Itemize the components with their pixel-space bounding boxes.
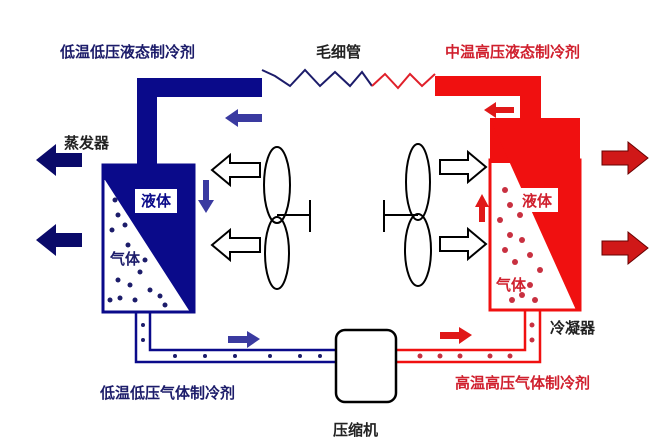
flow-arrow-left-blue-icon	[225, 109, 262, 127]
bubble	[529, 337, 535, 343]
cold-air-out-arrow-top-icon	[36, 144, 82, 176]
cold-air-out-arrow-bottom-icon	[36, 224, 82, 256]
bubble	[507, 202, 513, 208]
evaporator-gas-bubbles	[107, 197, 168, 308]
bubble	[112, 197, 118, 203]
bubble	[157, 293, 163, 299]
evaporator-inlet-label: 低温低压液态制冷剂	[59, 43, 195, 61]
condenser-liquid-label: 液体	[522, 192, 553, 210]
capillary-label: 毛细管	[316, 43, 361, 61]
condenser-liquid-label-box	[516, 188, 558, 212]
bubble	[107, 297, 113, 303]
condenser-gas-label: 气体	[495, 276, 527, 294]
capillary-tube-hot	[371, 72, 436, 90]
bubble	[497, 217, 503, 223]
flow-arrow-right-blue-icon	[228, 331, 260, 348]
suction-label: 低温低压气体制冷剂	[99, 384, 235, 402]
air-flow-arrow-right-top-icon	[439, 149, 488, 185]
air-flow-arrow-left-top-icon	[210, 152, 261, 188]
bubble	[502, 247, 508, 253]
bubble	[457, 353, 463, 359]
condenser-gas-bubbles	[497, 187, 543, 303]
evaporator-liquid-label: 液体	[141, 192, 172, 210]
bubble	[502, 187, 508, 193]
bubble	[537, 267, 543, 273]
bubble	[318, 354, 322, 358]
bubble	[142, 257, 148, 263]
bubble	[298, 354, 302, 358]
bubble	[437, 353, 443, 359]
bubble	[203, 354, 207, 358]
discharge-label: 高温高压气体制冷剂	[455, 374, 590, 392]
discharge-pipe-bubbles	[417, 322, 535, 359]
bubble	[162, 302, 168, 308]
capillary-tube-cold	[261, 68, 373, 88]
bubble	[527, 252, 533, 258]
bubble	[527, 282, 533, 288]
bubble	[517, 212, 523, 218]
suction-pipe	[134, 312, 335, 364]
bubble	[417, 353, 423, 359]
bubble	[519, 292, 525, 298]
bubble	[141, 323, 145, 327]
bubble	[233, 354, 237, 358]
bubble	[141, 338, 145, 342]
bubble	[512, 259, 518, 265]
bubble	[137, 269, 143, 275]
hot-air-out-arrow-top-icon	[601, 140, 649, 176]
bubble	[173, 354, 177, 358]
air-flow-arrow-right-bottom-icon	[439, 226, 488, 262]
bubble	[507, 232, 513, 238]
flow-arrow-right-red-icon	[440, 327, 472, 344]
suction-pipe-bubbles	[141, 323, 322, 358]
flow-arrow-up-red-icon	[475, 194, 489, 222]
condenser-fan-icon	[383, 143, 432, 287]
bubble	[125, 242, 131, 248]
evaporator-inlet-pipe	[137, 78, 262, 166]
air-flow-arrow-left-bottom-icon	[210, 227, 261, 263]
bubble	[529, 322, 535, 328]
condenser-label: 冷凝器	[550, 319, 596, 337]
bubble	[117, 295, 123, 301]
bubble	[115, 277, 121, 283]
evaporator-label: 蒸发器	[64, 134, 110, 152]
bubble	[507, 353, 513, 359]
bubble	[519, 237, 525, 243]
condenser-liquid-region	[490, 118, 580, 310]
discharge-pipe	[395, 310, 542, 364]
bubble	[147, 287, 153, 293]
evaporator-fan-icon	[263, 146, 311, 290]
bubble	[127, 282, 133, 288]
condenser-outlet-label: 中温高压液态制冷剂	[445, 43, 580, 61]
bubble	[132, 297, 138, 303]
bubble	[268, 354, 272, 358]
bubble	[115, 212, 121, 218]
bubble	[109, 227, 115, 233]
flow-arrow-down-blue-icon	[198, 180, 214, 213]
bubble	[532, 297, 538, 303]
compressor-label: 压缩机	[333, 421, 378, 439]
evaporator-liquid-label-box	[135, 189, 177, 213]
bubble	[509, 297, 515, 303]
compressor	[334, 328, 398, 404]
bubble	[487, 353, 493, 359]
flow-arrow-left-red-icon	[484, 102, 514, 118]
evaporator-gas-label: 气体	[109, 250, 141, 268]
bubble	[122, 222, 128, 228]
hot-air-out-arrow-bottom-icon	[601, 230, 649, 266]
